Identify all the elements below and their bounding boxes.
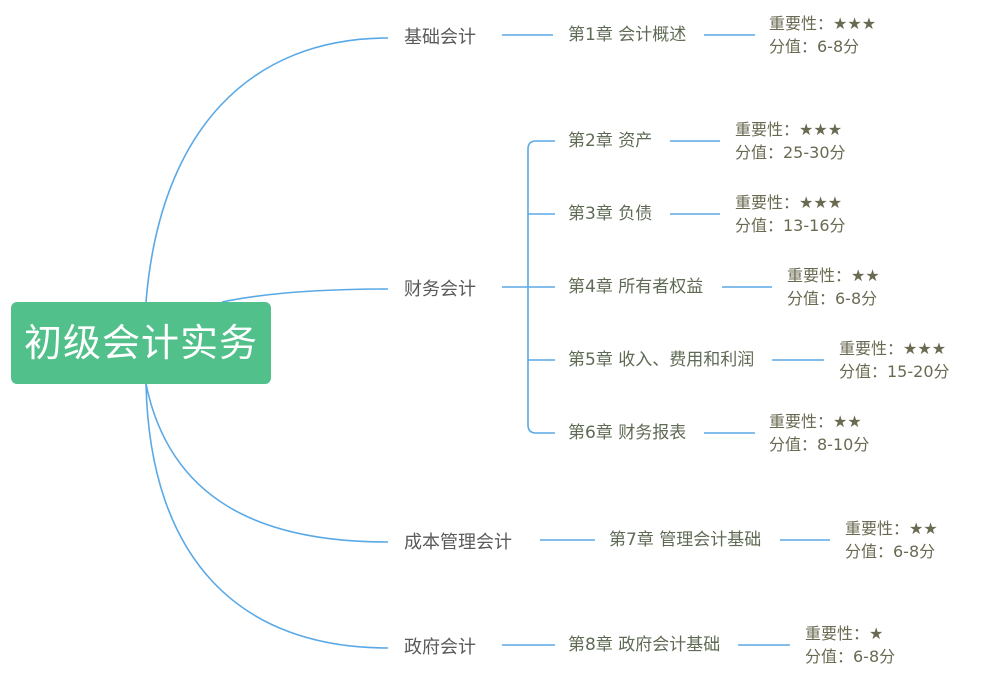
- note-node-3[interactable]: 重要性：★★★ 分值：13-16分: [735, 191, 846, 237]
- importance-rating: 重要性：★★★: [839, 339, 947, 358]
- importance-rating: 重要性：★★: [845, 519, 938, 538]
- root-node[interactable]: 初级会计实务: [11, 302, 271, 384]
- chapter-node-1[interactable]: 第1章 会计概述: [568, 25, 687, 45]
- chapter-node-6[interactable]: 第6章 财务报表: [568, 423, 687, 443]
- score-range: 分值：15-20分: [839, 362, 950, 381]
- chapter-node-7[interactable]: 第7章 管理会计基础: [609, 530, 762, 550]
- importance-rating: 重要性：★: [805, 624, 884, 643]
- branch-node-cost-management-accounting[interactable]: 成本管理会计: [404, 532, 512, 553]
- branch-node-basic-accounting[interactable]: 基础会计: [404, 27, 476, 48]
- note-node-1[interactable]: 重要性：★★★ 分值：6-8分: [769, 12, 876, 58]
- score-range: 分值：6-8分: [787, 289, 878, 308]
- importance-rating: 重要性：★★★: [735, 120, 843, 139]
- importance-rating: 重要性：★★★: [735, 193, 843, 212]
- note-node-2[interactable]: 重要性：★★★ 分值：25-30分: [735, 118, 846, 164]
- note-node-5[interactable]: 重要性：★★★ 分值：15-20分: [839, 337, 950, 383]
- chapter-node-4[interactable]: 第4章 所有者权益: [568, 277, 704, 297]
- branch-node-financial-accounting[interactable]: 财务会计: [404, 279, 476, 300]
- note-node-7[interactable]: 重要性：★★ 分值：6-8分: [845, 517, 938, 563]
- importance-rating: 重要性：★★★: [769, 14, 877, 33]
- score-range: 分值：25-30分: [735, 143, 846, 162]
- score-range: 分值：6-8分: [805, 647, 896, 666]
- chapter-node-5[interactable]: 第5章 收入、费用和利润: [568, 350, 755, 370]
- importance-rating: 重要性：★★: [787, 266, 880, 285]
- score-range: 分值：6-8分: [845, 542, 936, 561]
- chapter-node-2[interactable]: 第2章 资产: [568, 131, 653, 151]
- link-root-branch-3: [145, 383, 389, 649]
- link-root-branch-1: [221, 288, 389, 303]
- note-node-6[interactable]: 重要性：★★ 分值：8-10分: [769, 410, 869, 456]
- score-range: 分值：6-8分: [769, 37, 860, 56]
- importance-rating: 重要性：★★: [769, 412, 862, 431]
- link-root-branch-0: [145, 37, 389, 303]
- chapter-node-8[interactable]: 第8章 政府会计基础: [568, 635, 721, 655]
- note-node-8[interactable]: 重要性：★ 分值：6-8分: [805, 622, 895, 668]
- score-range: 分值：13-16分: [735, 216, 846, 235]
- chapter-node-3[interactable]: 第3章 负债: [568, 204, 653, 224]
- link-root-branch-2: [145, 383, 389, 543]
- branch-node-government-accounting[interactable]: 政府会计: [404, 637, 476, 658]
- note-node-4[interactable]: 重要性：★★ 分值：6-8分: [787, 264, 880, 310]
- score-range: 分值：8-10分: [769, 435, 870, 454]
